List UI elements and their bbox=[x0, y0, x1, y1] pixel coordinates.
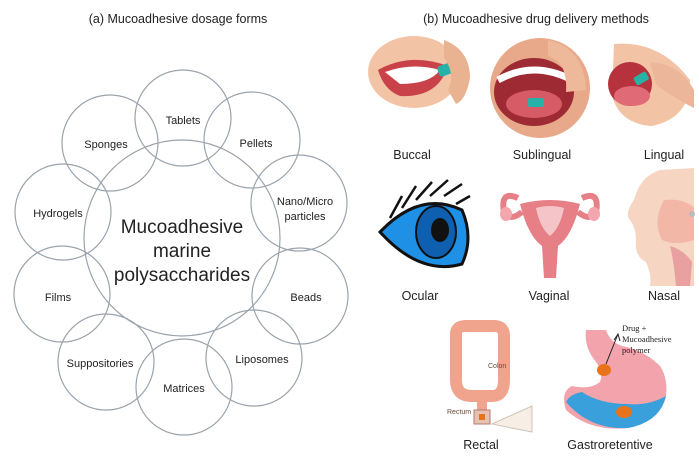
center-line-2: marine bbox=[153, 241, 211, 262]
annotation-line-1: Drug + bbox=[622, 323, 647, 333]
rectal-illustration: Colon Rectum bbox=[447, 326, 532, 432]
gastroretentive-illustration: Drug + Mucoadhesive polymer bbox=[564, 323, 672, 429]
vaginal-illustration bbox=[500, 196, 600, 278]
nasal-illustration bbox=[628, 168, 695, 286]
panel-a-title: (a) Mucoadhesive dosage forms bbox=[89, 12, 268, 26]
colon-text: Colon bbox=[488, 363, 506, 370]
label-matrices: Matrices bbox=[163, 383, 205, 395]
label-lingual: Lingual bbox=[644, 148, 684, 162]
sublingual-illustration bbox=[490, 38, 590, 138]
label-tablets: Tablets bbox=[166, 115, 201, 127]
label-films: Films bbox=[45, 292, 72, 304]
buccal-illustration bbox=[368, 36, 470, 108]
label-sponges: Sponges bbox=[84, 139, 128, 151]
label-pellets: Pellets bbox=[239, 138, 273, 150]
ocular-illustration bbox=[380, 180, 470, 267]
label-nasal: Nasal bbox=[648, 289, 680, 303]
center-line-1: Mucoadhesive bbox=[121, 217, 244, 238]
label-ocular: Ocular bbox=[402, 289, 439, 303]
panel-b-title: (b) Mucoadhesive drug delivery methods bbox=[423, 12, 649, 26]
annotation-line-2: Mucoadhesive bbox=[622, 334, 672, 344]
label-sublingual: Sublingual bbox=[513, 148, 571, 162]
center-circle bbox=[84, 140, 280, 336]
rectum-text: Rectum bbox=[447, 409, 471, 416]
center-line-3: polysaccharides bbox=[114, 265, 250, 286]
label-beads: Beads bbox=[290, 292, 322, 304]
label-suppositories: Suppositories bbox=[67, 358, 134, 370]
label-buccal: Buccal bbox=[393, 148, 431, 162]
label-vaginal: Vaginal bbox=[529, 289, 570, 303]
label-nanomicro-2: particles bbox=[285, 211, 326, 223]
lingual-illustration bbox=[608, 44, 694, 126]
label-nanomicro-1: Nano/Micro bbox=[277, 196, 333, 208]
label-rectal: Rectal bbox=[463, 438, 498, 452]
label-hydrogels: Hydrogels bbox=[33, 208, 83, 220]
label-liposomes: Liposomes bbox=[235, 354, 289, 366]
label-gastroretentive: Gastroretentive bbox=[567, 438, 653, 452]
annotation-line-3: polymer bbox=[622, 345, 650, 355]
